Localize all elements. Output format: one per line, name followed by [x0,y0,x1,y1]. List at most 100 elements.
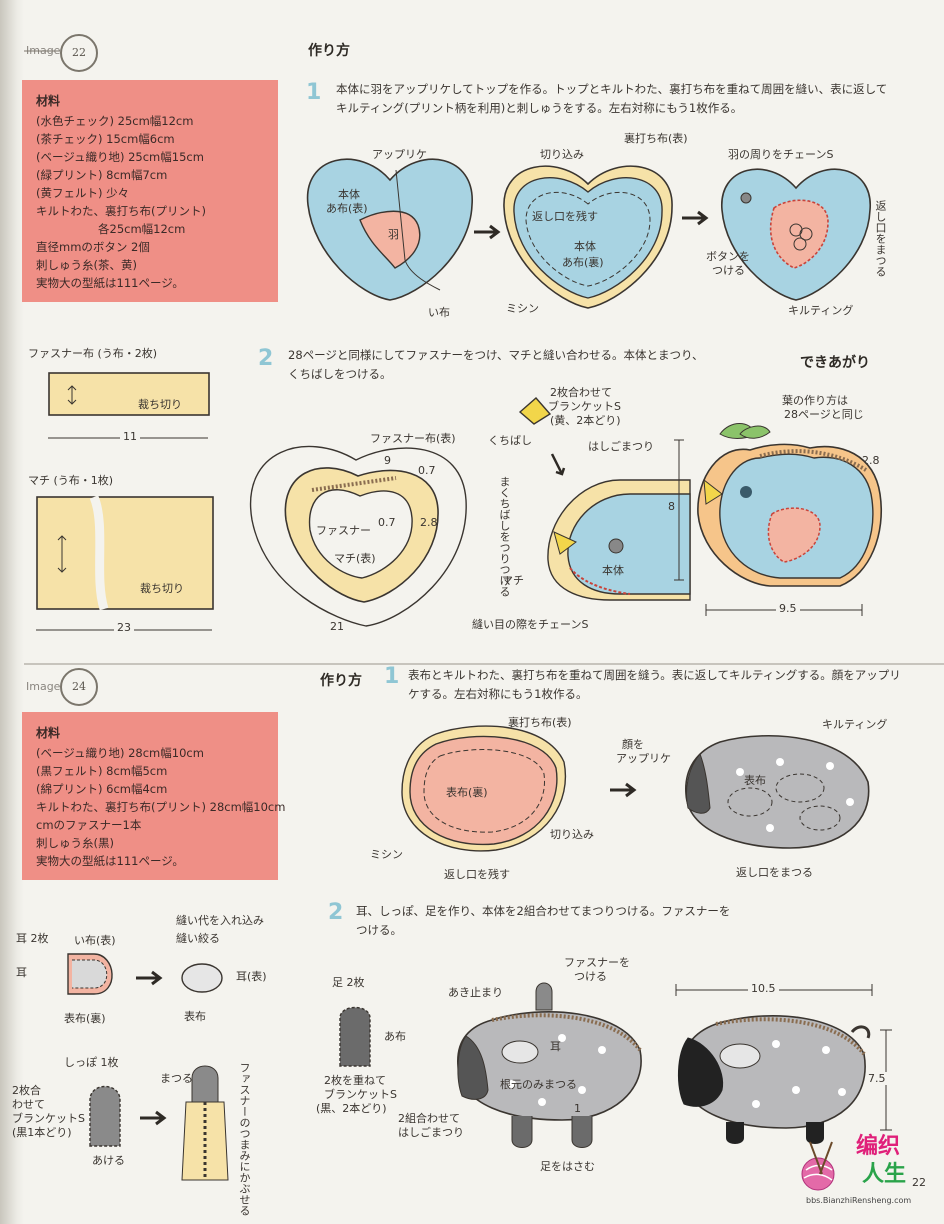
dim-2-8: 2.8 [420,516,438,529]
zipper-gusset-diagram [249,445,467,627]
label-backing-24: 裏打ち布(表) [508,716,572,729]
label-sew-close: まつる [160,1072,193,1085]
tail-side-1: 2枚合 [12,1084,41,1097]
label-sewing: ミシン [506,302,539,315]
label-stop: あき止まり [448,986,503,999]
finished-sheep-purse [677,1015,871,1144]
materials-row: (茶チェック) 15cm幅6cm [36,132,175,146]
materials-row: キルトわた、裏打ち布(プリント) 28cm幅10cm [36,800,286,814]
zipper-cloth-rect [48,372,210,416]
label-open: あける [92,1154,125,1167]
dim-10-5: 10.5 [748,982,779,995]
zipper-cloth-width: 11 [120,430,140,443]
label-i-cloth-front: い布(表) [74,934,116,947]
label-leaf-note-2: 28ページと同じ [784,408,864,421]
sheep-assembly-diagram [457,982,642,1148]
project-22-materials: 材料 (水色チェック) 25cm幅12cm (茶チェック) 15cm幅6cm (… [22,80,278,302]
label-leave-opening: 返し口を残す [532,210,598,223]
step-1-text: 本体に羽をアップリケしてトップを作る。トップとキルトわた、裏打ち布を重ねて周囲を… [336,82,888,115]
label-face-applique-1: 顔を [622,738,644,751]
label-chain-edge: 縫い目の際をチェーンS [472,618,589,631]
label-gusset: マチ [502,574,524,587]
how-to-heading-24: 作り方 [320,673,362,689]
label-i-cloth: い布 [428,306,450,319]
label-two-sets-1: 2組合わせて [398,1112,460,1125]
label-applique: アップリケ [372,148,427,161]
label-button-attach: ボタンを [706,250,750,263]
label-zipper: ファスナー [316,524,371,537]
body-oval-back-diagram [401,725,566,852]
label-face-applique-2: アップリケ [616,752,671,765]
body-quilted-diagram [685,734,870,849]
label-backing: 裏打ち布(表) [624,132,688,145]
step-2-number: 2 [258,346,274,371]
foot-piece-diagram [339,1006,371,1067]
label-zipper-cloth-front: ファスナー布(表) [370,432,456,445]
label-ladder-stitch: はしごまつり [588,440,654,453]
project-24-materials: 材料 (ベージュ織り地) 28cm幅10cm (黒フェルト) 8cm幅5cm (… [22,712,286,880]
label-two-sets-2: はしごまつり [398,1126,464,1139]
label-ear-front: 耳(表) [236,970,267,983]
dim-8-line [674,439,684,581]
ear-title: 耳 2枚 [16,932,49,945]
label-close-opening-24: 返し口をまつる [736,866,813,879]
label-root-sew: 根元のみまつる [500,1078,577,1091]
label-zipper-attach-2: つける [574,970,607,983]
badge-line [24,50,60,52]
step-2-text: 28ページと同様にしてファスナーをつけ、マチと縫い合わせる。本体とまつり、くちば… [288,348,704,381]
label-a-cloth: あ布 [384,1030,406,1043]
label-body: 本体 [574,240,596,253]
page-spine [0,0,24,1224]
label-button-attach-2: つける [712,264,745,277]
foot-note-3: (黒、2本どり) [316,1102,387,1115]
label-beak-attach: まくちばしをつりつける [498,476,511,597]
ear-piece-diagram [67,953,113,995]
watermark-url: bbs.BianzhiRensheng.com [806,1196,912,1205]
materials-row: (緑プリント) 8cm幅7cm [36,168,168,182]
foot-note-1: 2枚を重ねて [324,1074,386,1087]
dim-9: 9 [384,454,391,467]
dim-0-7-b: 0.7 [378,516,396,529]
project-22-badge: 22 [60,34,98,72]
step-2-number-24: 2 [328,900,344,925]
materials-row: 刺しゅう糸(黒) [36,836,114,850]
zipper-pull-diagram [181,1065,229,1181]
finished-heading: できあがり [800,355,870,371]
tail-side-4: (黒1本どり) [12,1126,72,1139]
label-body: 本体 [338,188,360,201]
materials-row: cmのファスナー1本 [36,818,142,832]
zipper-cloth-title: ファスナー布 (う布・2枚) [28,347,158,360]
materials-row: 実物大の型紙は111ページ。 [36,854,184,868]
label-chain-wing: 羽の周りをチェーンS [728,148,834,161]
label-cut-24: 切り込み [550,828,594,841]
tail-side-2: わせて [12,1098,45,1111]
label-outer-ear: 表布 [184,1010,206,1023]
materials-heading: 材料 [36,726,61,740]
label-feet: 足をはさむ [540,1160,595,1173]
foot-note-2: ブランケットS [324,1088,397,1101]
label-leave-opening-24: 返し口を残す [444,868,510,881]
label-beak-note-2: ブランケットS [548,400,621,413]
section-divider [24,663,944,665]
label-outer-back-ear: 表布(裏) [64,1012,106,1025]
arrow-right-icon [610,782,637,798]
body-gusset-detail [547,453,691,601]
label-gusset-front: マチ(表) [334,552,376,565]
label-beak: くちばし [488,434,532,447]
tail-title: しっぽ 1枚 [64,1056,119,1069]
finished-bird-purse [697,423,882,587]
arrow-right-icon [474,224,501,240]
project-24-badge: 24 [60,668,98,706]
materials-row: 各25cm幅12cm [98,222,186,236]
label-zip-cover: ファスナーのつまみにかぶせる [238,1062,251,1216]
dim-0-7-a: 0.7 [418,464,436,477]
arrow-right-icon [140,1110,167,1126]
step-1-text-24: 表布とキルトわた、裏打ち布を重ねて周囲を縫う。表に返してキルティングする。顔をア… [408,668,901,701]
watermark-logo-2: 人生 [862,1162,907,1187]
label-ear-assembly: 耳 [550,1040,561,1053]
label-body-cloth-a-back: あ布(裏) [562,256,604,269]
ear-gathered-diagram [181,963,223,993]
step-1-number: 1 [306,80,322,105]
label-quilting-24: キルティング [822,718,888,731]
zipper-cloth-cut-label: 裁ち切り [138,398,182,411]
